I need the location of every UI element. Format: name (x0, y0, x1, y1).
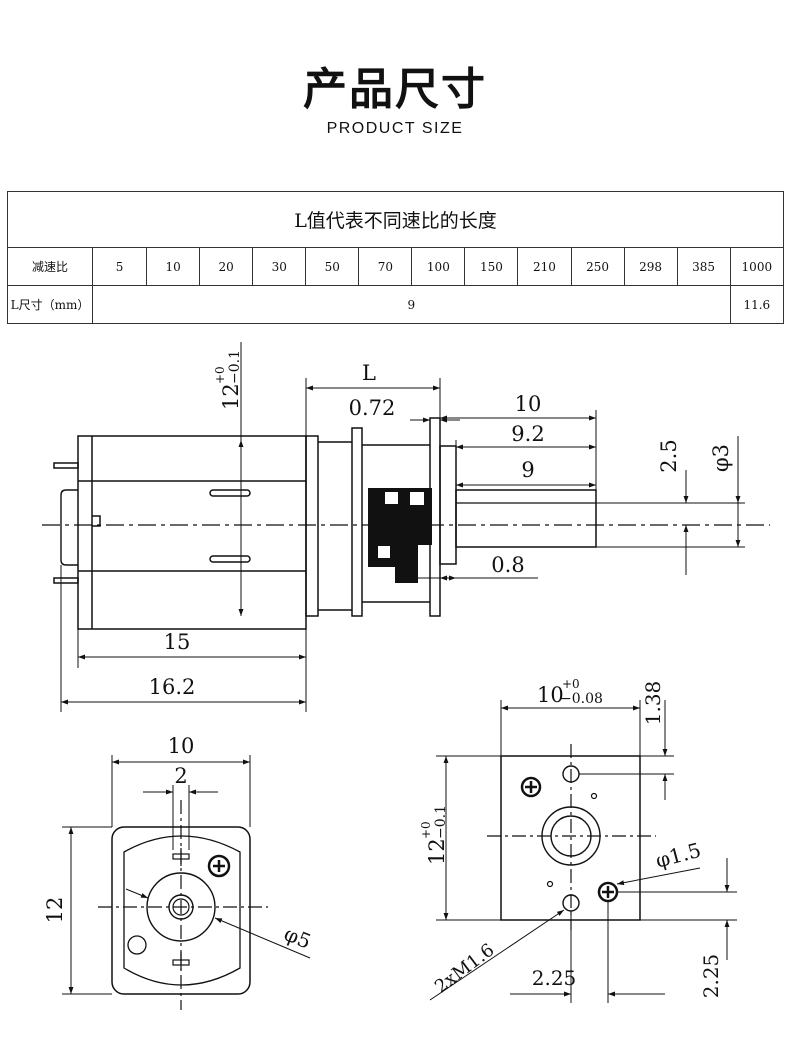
output-shaft (455, 489, 597, 548)
dimension-drawing: L 0.72 10 9.2 9 0.8 2.5 φ3 12 +0 −0.1 15… (42, 342, 770, 1010)
ratio-header: 减速比 (6, 247, 94, 286)
dim-10: 10 (515, 392, 542, 416)
svg-text:10: 10 (537, 683, 564, 707)
ratio-cell: 70 (358, 247, 413, 286)
bearing-boss (146, 872, 216, 942)
front-dim-2-25-v: 2.25 (699, 954, 723, 999)
ratio-cell: 5 (92, 247, 148, 286)
svg-text:−0.1: −0.1 (227, 350, 243, 384)
front-dimension-lines (429, 700, 737, 1003)
rear-view (98, 800, 268, 1010)
front-dim-phi1-5: φ1.5 (653, 838, 703, 873)
motor-body (77, 435, 307, 630)
table-row: L尺寸（mm） 9 11.6 (6, 285, 785, 324)
body-slot (209, 489, 251, 497)
ratio-cell: 250 (570, 247, 625, 286)
front-dim-2-25-h: 2.25 (532, 966, 577, 990)
rear-dim-12: 12 (43, 897, 67, 924)
svg-text:+0: +0 (213, 366, 227, 384)
terminal-top (53, 462, 79, 469)
length-cell: 9 (92, 285, 731, 324)
dim-0-72: 0.72 (349, 396, 396, 420)
page-subtitle: PRODUCT SIZE (326, 120, 464, 137)
dim-16-2: 16.2 (149, 675, 196, 699)
dim-15: 15 (164, 630, 191, 654)
table-row: 减速比 5 10 20 30 50 70 100 150 210 250 298… (6, 247, 785, 286)
ratio-cell: 10 (146, 247, 201, 286)
screw-icon (520, 776, 542, 798)
front-dim-height: 12 +0 −0.1 (419, 805, 449, 865)
ratio-cell: 150 (464, 247, 519, 286)
front-dim-screw: 2xM1.6 (431, 940, 498, 998)
svg-text:12: 12 (425, 838, 449, 865)
length-header: L尺寸（mm） (6, 285, 94, 324)
svg-text:+0: +0 (419, 821, 433, 839)
dim-L: L (362, 361, 376, 385)
svg-text:−0.1: −0.1 (433, 805, 449, 839)
dim-9-2: 9.2 (511, 422, 544, 446)
ratio-cell: 1000 (729, 247, 785, 286)
side-dimension-lines (60, 342, 745, 712)
ratio-cell: 385 (676, 247, 731, 286)
dim-height-12: 12 +0 −0.1 (213, 350, 243, 410)
terminal-bottom (53, 577, 79, 584)
ratio-cell: 100 (411, 247, 466, 286)
ratio-cell: 30 (252, 247, 307, 286)
screw-icon (207, 854, 231, 878)
gear-block (368, 488, 432, 583)
ratio-cell: 298 (623, 247, 678, 286)
rear-dim-10: 10 (168, 734, 195, 758)
length-cell: 11.6 (729, 285, 785, 324)
rear-dim-phi5: φ5 (281, 921, 315, 953)
front-dim-1-38: 1.38 (641, 681, 665, 726)
body-slot (209, 555, 251, 563)
dim-phi3: φ3 (709, 444, 733, 472)
front-dim-width: 10 +0 −0.08 (537, 677, 603, 707)
dim-2-5: 2.5 (657, 439, 681, 472)
ratio-cell: 210 (517, 247, 572, 286)
dim-9: 9 (521, 458, 534, 482)
ratio-cell: 20 (199, 247, 254, 286)
page-title: 产品尺寸 (303, 64, 487, 115)
spec-table: L值代表不同速比的长度 减速比 5 10 20 30 50 70 100 150… (6, 191, 785, 324)
ratio-cell: 50 (305, 247, 360, 286)
svg-text:12: 12 (219, 383, 243, 410)
front-view (487, 744, 656, 930)
svg-text:+0: +0 (562, 677, 580, 691)
dim-0-8: 0.8 (491, 553, 524, 577)
rear-dimension-lines (62, 755, 311, 995)
svg-text:−0.08: −0.08 (560, 691, 603, 707)
table-caption: L值代表不同速比的长度 (7, 191, 784, 248)
side-view (53, 417, 597, 630)
rear-dim-2: 2 (174, 764, 187, 788)
